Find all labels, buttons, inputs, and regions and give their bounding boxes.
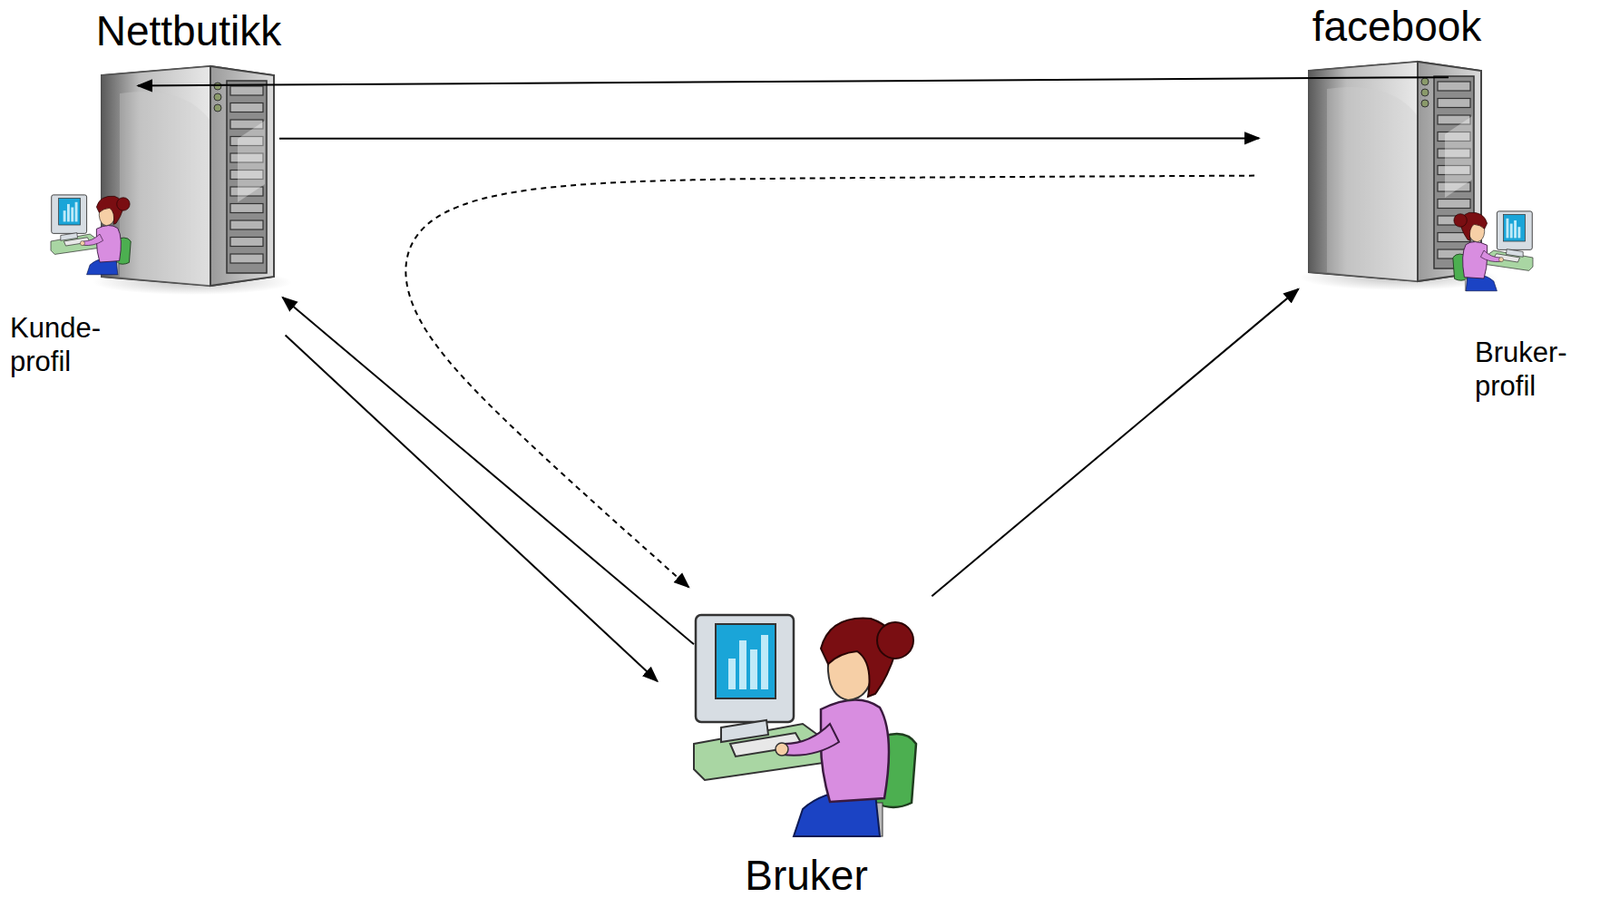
arrow xyxy=(282,297,694,644)
person-icon xyxy=(50,195,131,275)
node-subtitle: Kunde- profil xyxy=(9,311,119,379)
arrow xyxy=(279,136,1259,139)
person-icon xyxy=(1453,211,1533,292)
person-icon xyxy=(693,614,917,837)
server-node: facebookBruker- profil xyxy=(1308,61,1485,281)
dashed-arrow xyxy=(405,175,1255,588)
node-subtitle: Bruker- profil xyxy=(1474,335,1584,403)
arrow xyxy=(285,334,658,681)
arrow xyxy=(137,77,1449,86)
node-heading: Bruker xyxy=(670,850,943,898)
node-heading: Nettbutikk xyxy=(65,6,313,57)
node-heading: facebook xyxy=(1272,1,1522,52)
server-node: NettbutikkKunde- profil xyxy=(101,66,276,286)
user-node: Bruker xyxy=(693,607,918,837)
arrow xyxy=(931,289,1298,597)
